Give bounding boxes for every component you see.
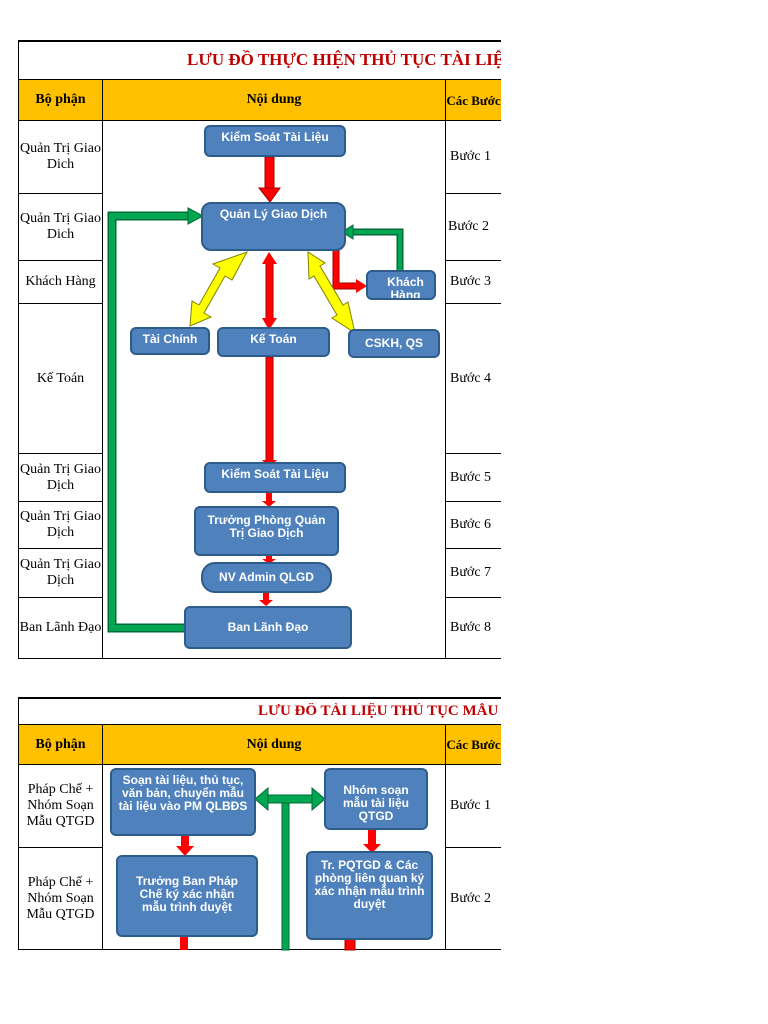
step-cell: Bước 4 <box>450 370 492 386</box>
row-line <box>18 260 103 261</box>
box-truong-ban-phap-che: Trưởng Ban Pháp Chế ký xác nhận mẫu trìn… <box>116 855 258 937</box>
step-cell: Bước 1 <box>450 149 492 164</box>
header-steps: Các Bước <box>446 80 501 120</box>
row-line <box>18 597 103 598</box>
col-line-1 <box>102 80 103 659</box>
box-cskh-qs: CSKH, QS <box>348 329 440 358</box>
flow2-title: LƯU ĐỒ TÀI LIỆU THỦ TỤC MẪU <box>258 703 499 719</box>
box-tai-chinh: Tài Chính <box>130 327 210 355</box>
box-quan-ly-giao-dich: Quản Lý Giao Dịch <box>201 202 346 251</box>
dept-cell: Khách Hàng <box>25 274 96 289</box>
dept-cell: Ban Lãnh Đạo <box>19 620 102 635</box>
col-line-2 <box>445 725 446 950</box>
red-arrow <box>263 593 269 601</box>
box-truong-phong: Trưởng Phòng Quản Trị Giao Dịch <box>194 506 339 556</box>
row-line <box>18 120 501 121</box>
row-line <box>18 548 103 549</box>
box-kiem-soat-tai-lieu-2: Kiểm Soát Tài Liệu <box>204 462 346 493</box>
dept-cell: Quản Trị Giao Dich <box>20 141 101 172</box>
header-dept: Bộ phận <box>19 80 102 120</box>
yellow-arrow-tai-chinh <box>189 251 249 327</box>
row-line <box>445 501 501 502</box>
row-line <box>445 847 501 848</box>
header-steps-2: Các Bước <box>446 725 501 764</box>
row-line <box>445 303 501 304</box>
table1-bottom-border <box>18 658 501 659</box>
dept-cell: Quản Trị Giao Dich <box>20 211 101 242</box>
col-line-1 <box>102 725 103 950</box>
dept-cell: Pháp Chế + Nhóm Soạn Mẫu QTGD <box>26 782 95 829</box>
box-kiem-soat-tai-lieu: Kiểm Soát Tài Liệu <box>204 125 346 157</box>
row-line <box>18 764 501 765</box>
dept-cell: Kế Toán <box>36 370 85 386</box>
row-line <box>445 193 501 194</box>
box-nhom-soan: Nhóm soạn mẫu tài liệu QTGD <box>324 768 428 830</box>
red-arrow <box>266 555 272 561</box>
header-content: Nội dung <box>103 80 445 120</box>
step-cell: Bước 1 <box>450 798 492 813</box>
row-line <box>445 453 501 454</box>
header-content-2: Nội dung <box>103 725 445 764</box>
table1-header-line <box>18 79 501 80</box>
dept-cell: Pháp Chế + Nhóm Soạn Mẫu QTGD <box>26 874 95 922</box>
row-line <box>445 548 501 549</box>
row-line <box>445 260 501 261</box>
box-nv-admin: NV Admin QLGD <box>201 562 332 593</box>
red-arrow <box>368 830 376 846</box>
step-cell: Bước 2 <box>448 219 490 234</box>
red-arrow <box>266 493 272 503</box>
red-arrow <box>180 937 188 950</box>
table1-top-border <box>18 40 501 42</box>
row-line <box>445 597 501 598</box>
flow1-title: LƯU ĐỒ THỰC HIỆN THỦ TỤC TÀI LIỆU <box>187 50 501 69</box>
step-cell: Bước 2 <box>450 890 492 906</box>
table2-left-border <box>18 697 19 950</box>
step-cell: Bước 6 <box>450 517 492 532</box>
row-line <box>18 453 103 454</box>
table1-left-border <box>18 40 19 659</box>
box-soan-tai-lieu: Soạn tài liệu, thủ tục, văn bản, chuyển … <box>110 768 256 836</box>
green-arrow <box>281 802 290 951</box>
table2-bottom-border <box>18 949 501 950</box>
step-cell: Bước 7 <box>450 565 492 580</box>
row-line <box>18 303 103 304</box>
dept-cell: Quản Trị Giao Dịch <box>20 509 101 540</box>
header-dept-2: Bộ phận <box>19 725 102 764</box>
step-cell: Bước 8 <box>450 620 492 635</box>
box-ban-lanh-dao: Ban Lãnh Đạo <box>184 606 352 649</box>
table2-top-border <box>18 697 501 699</box>
dept-cell: Quản Trị Giao Dịch <box>20 461 101 493</box>
row-line <box>18 193 103 194</box>
step-cell: Bước 5 <box>450 469 492 485</box>
box-ke-toan: Kế Toán <box>217 327 330 357</box>
table2-header-line <box>18 724 501 725</box>
row-line <box>18 501 103 502</box>
row-line <box>18 847 103 848</box>
green-arrowhead <box>187 207 205 225</box>
green-arrow <box>265 794 315 804</box>
box-khach-hang: Khách Hàng <box>366 270 436 300</box>
col-line-2 <box>445 80 446 659</box>
dept-cell: Quản Trị Giao Dịch <box>20 557 101 588</box>
step-cell: Bước 3 <box>450 274 492 289</box>
box-tr-pqtgd: Tr. PQTGD & Các phòng liên quan ký xác n… <box>306 851 433 940</box>
red-arrow <box>181 836 189 848</box>
